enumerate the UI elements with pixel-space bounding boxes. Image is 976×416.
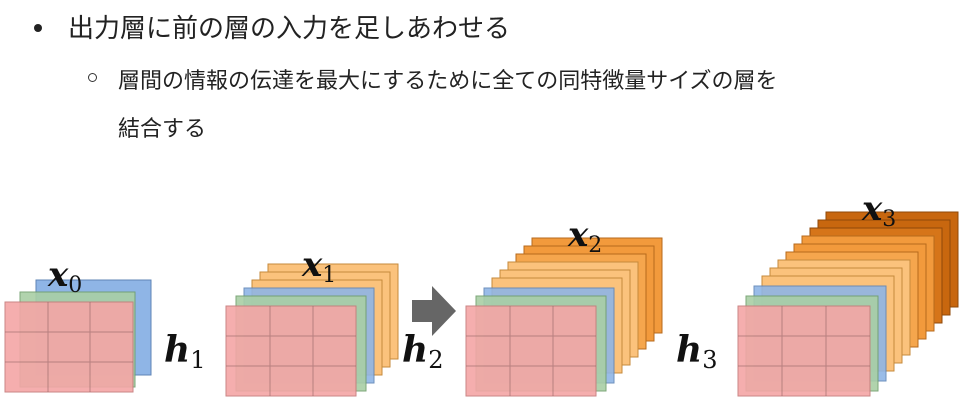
- block-x0: [4, 279, 152, 393]
- block-x1: [225, 263, 399, 397]
- sub-bullet-dot: [88, 73, 97, 82]
- arrow-right-icon: [412, 286, 456, 336]
- label-x3: x3: [861, 189, 896, 232]
- label-h1: h1: [164, 329, 205, 374]
- x1-red-layer: [225, 305, 357, 397]
- x0-red-layer: [4, 301, 134, 393]
- block-x2: [465, 237, 663, 397]
- label-x2: x2: [567, 215, 602, 258]
- x3-red-layer: [737, 305, 871, 397]
- block-x3: [737, 211, 959, 397]
- sub-bullet-text: 層間の情報の伝達を最大にするために全ての同特徴量サイズの層を 結合する: [118, 58, 778, 154]
- label-h2: h2: [402, 329, 443, 374]
- sub-bullet-line-2: 結合する: [118, 117, 207, 142]
- label-x0: x0: [47, 255, 82, 298]
- label-x1: x1: [301, 245, 336, 288]
- label-h3: h3: [676, 329, 717, 374]
- sub-bullet-line-1: 層間の情報の伝達を最大にするために全ての同特徴量サイズの層を: [118, 69, 778, 94]
- x2-red-layer: [465, 305, 597, 397]
- bullet-text: 出力層に前の層の入力を足しあわせる: [68, 14, 511, 44]
- bullet-dot: [34, 24, 42, 32]
